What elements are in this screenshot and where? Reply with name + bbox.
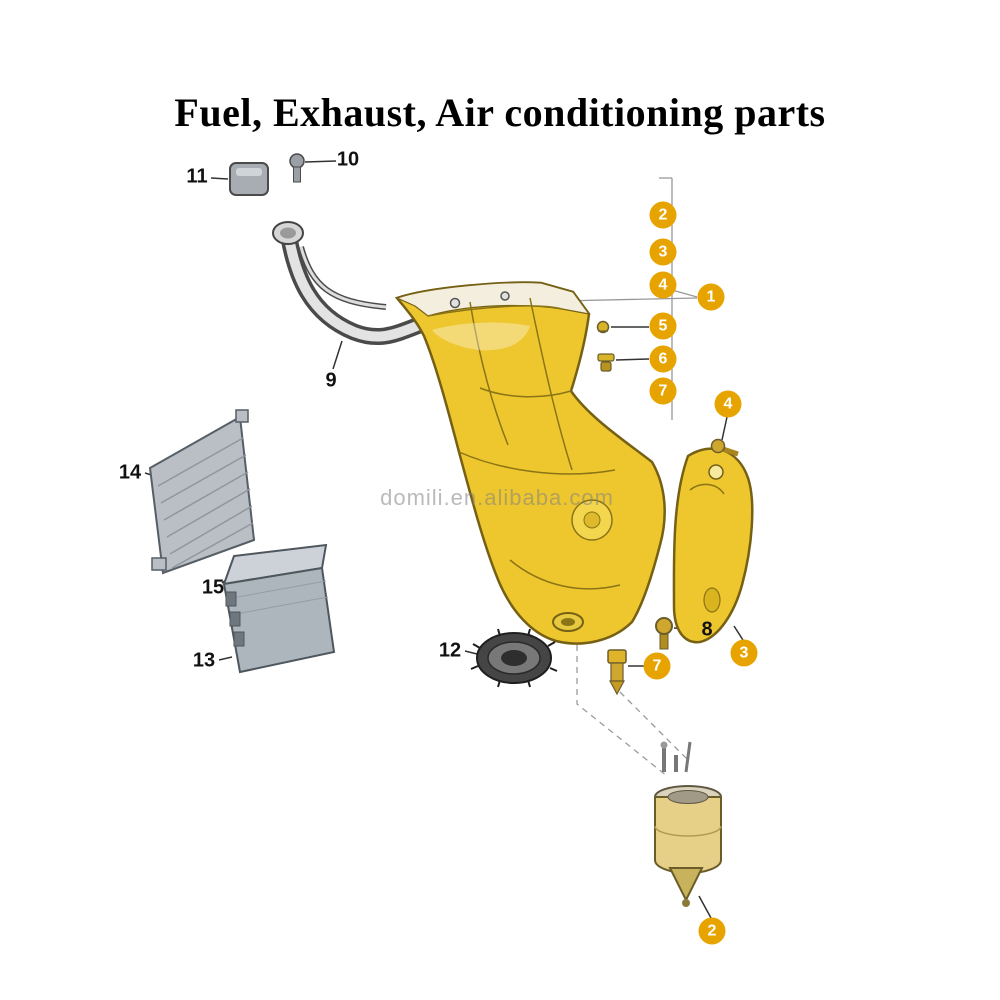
part-number-14: 14 [118,461,142,484]
dashed-lines [576,634,691,777]
callout-2: 2 [649,201,677,229]
callout-4: 4 [649,271,677,299]
tank-bolt [655,617,673,650]
callout-6: 6 [649,345,677,373]
grommet-part [597,353,615,372]
callout-1: 1 [697,283,725,311]
part-number-11: 11 [186,165,208,188]
fuel-pump [654,741,722,907]
shield-bolt [710,438,739,457]
callout-3: 3 [649,238,677,266]
callout-4-bolt: 4 [714,390,742,418]
part-number-10: 10 [336,148,360,171]
ecu-module [222,543,336,674]
callout-2-pump: 2 [698,917,726,945]
mounting-bracket [148,409,256,575]
vent-valve [607,649,627,696]
filler-cap [229,162,269,196]
callout-7-valve: 7 [643,652,671,680]
part-number-13: 13 [192,649,216,672]
fuel-pump-cap [470,628,558,688]
part-number-15: 15 [201,576,225,599]
page-title: Fuel, Exhaust, Air conditioning parts [174,89,826,135]
fuel-tank [394,281,666,645]
heat-shield [672,447,754,644]
callout-5: 5 [649,312,677,340]
part-number-12: 12 [438,639,462,662]
part-number-8: 8 [701,618,713,641]
cap-bolt [289,153,305,183]
watermark: domili.en.alibaba.com [380,485,614,510]
screw-part [596,320,610,334]
callout-7: 7 [649,377,677,405]
part-number-9: 9 [325,369,337,392]
callout-3-shield: 3 [730,639,758,667]
